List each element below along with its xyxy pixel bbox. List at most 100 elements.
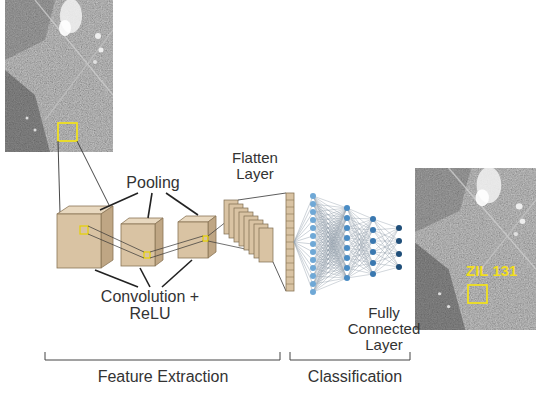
neuron [310, 273, 316, 279]
dense-link [373, 219, 399, 267]
flatten-segment [286, 270, 294, 271]
neuron [370, 227, 376, 233]
stage-label: Convolution + ReLU [98, 288, 202, 323]
dense-link [313, 238, 347, 268]
dense-link [373, 241, 399, 267]
dense-link [347, 219, 373, 238]
neuron [310, 193, 316, 199]
dense-link [294, 220, 313, 242]
neuron [370, 260, 376, 266]
flatten-segment [286, 263, 294, 264]
dense-link [347, 218, 373, 252]
dense-link [373, 228, 399, 274]
dense-link [313, 268, 347, 284]
class-label: ZIL 131 [466, 263, 538, 279]
flatten-segment [286, 207, 294, 208]
dense-link [347, 230, 373, 268]
dense-link [347, 274, 373, 278]
dense-link [373, 230, 399, 254]
dense-link [373, 267, 399, 274]
dense-link [373, 241, 399, 242]
dense-network [294, 193, 402, 295]
neuron [396, 251, 402, 257]
dense-link [313, 238, 347, 284]
dense-link [294, 228, 313, 242]
kernel-box [80, 226, 88, 234]
dense-link [313, 268, 347, 292]
neuron [396, 225, 402, 231]
dense-link [313, 218, 347, 292]
neuron [344, 255, 350, 261]
neuron [310, 217, 316, 223]
target-box [58, 123, 77, 141]
neuron [310, 289, 316, 295]
dense-link [313, 228, 347, 252]
kernel-box [144, 252, 150, 258]
conv-block [178, 216, 216, 258]
dense-link [313, 208, 347, 244]
dense-link [313, 238, 347, 260]
dense-link [313, 196, 347, 278]
dense-link [373, 219, 399, 228]
neuron [344, 215, 350, 221]
conv-block [57, 206, 113, 268]
flatten-segment [286, 242, 294, 243]
dense-link [347, 228, 373, 274]
dense-link [313, 248, 347, 292]
dense-link [347, 241, 373, 248]
flatten-segment [286, 200, 294, 201]
flatten-segment [286, 214, 294, 215]
dense-link [347, 241, 373, 278]
neuron [310, 209, 316, 215]
dense-link [373, 241, 399, 263]
neuron [370, 249, 376, 255]
flatten-segment [286, 221, 294, 222]
dense-link [347, 219, 373, 258]
dense-link [294, 242, 313, 284]
dense-link [347, 252, 373, 258]
target-box [468, 285, 487, 303]
neuron [370, 216, 376, 222]
neuron [310, 257, 316, 263]
section-bracket [45, 352, 280, 360]
output-image [415, 167, 536, 330]
dense-link [313, 218, 347, 260]
dense-link [294, 212, 313, 242]
flatten-segment [286, 277, 294, 278]
neuron [370, 238, 376, 244]
flatten-segment [286, 249, 294, 250]
neuron [310, 225, 316, 231]
leader-line [58, 141, 60, 213]
dense-link [347, 218, 373, 219]
dense-link [313, 218, 347, 284]
leader-line [238, 193, 286, 200]
dense-link [373, 241, 399, 252]
dense-link [313, 278, 347, 292]
neuron [344, 235, 350, 241]
dense-link [373, 228, 399, 252]
dense-link [313, 258, 347, 292]
flatten-column [286, 193, 294, 291]
dense-link [373, 254, 399, 274]
dense-link [313, 208, 347, 252]
dense-link [347, 218, 373, 274]
leader-line [273, 262, 286, 291]
dense-link [347, 252, 373, 278]
flatten-segment [286, 256, 294, 257]
stage-label: Pooling [113, 174, 193, 191]
neuron [310, 281, 316, 287]
section-label: Feature Extraction [68, 368, 258, 385]
dense-link [347, 219, 373, 268]
dense-link [294, 242, 313, 276]
neuron [370, 271, 376, 277]
input-image [5, 0, 113, 152]
flatten-segment [286, 284, 294, 285]
neuron [310, 265, 316, 271]
dense-link [313, 204, 347, 278]
dense-link [347, 241, 373, 268]
neuron [344, 265, 350, 271]
dense-link [313, 204, 347, 268]
dense-link [313, 248, 347, 284]
dense-link [373, 263, 399, 267]
